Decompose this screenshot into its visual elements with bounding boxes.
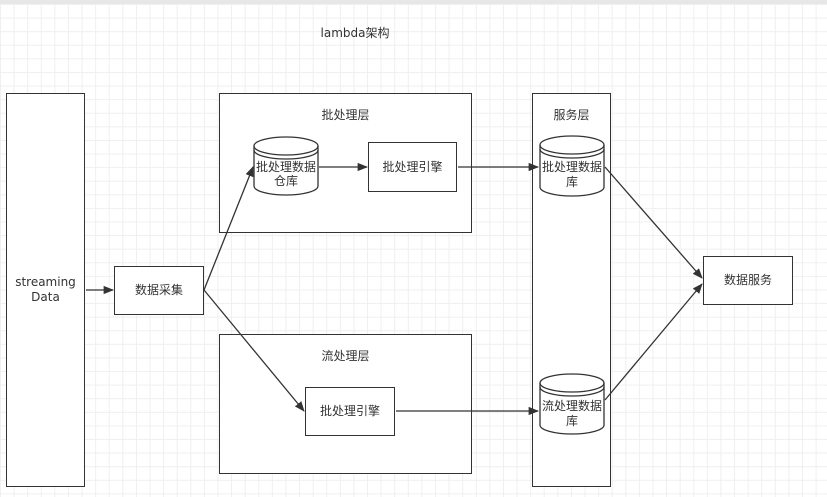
serving-batch-db-label-line1: 批处理数据 [541,160,602,174]
database-cylinder-icon [253,136,319,196]
diagram-title[interactable]: lambda架构 [320,26,390,40]
serving-layer-label: 服务层 [553,108,590,122]
streaming-data-label-line1: streaming [15,275,76,289]
serving-batch-db-node[interactable]: 批处理数据 库 [539,135,605,197]
data-service-node[interactable]: 数据服务 [703,256,793,305]
data-collection-label: 数据采集 [134,283,183,297]
serving-stream-db-node[interactable]: 流处理数据 库 [539,373,605,435]
batch-warehouse-label-line1: 批处理数据 [255,160,316,174]
stream-layer-label: 流处理层 [321,349,370,363]
batch-warehouse-node[interactable]: 批处理数据 仓库 [253,136,319,196]
batch-engine-label: 批处理引擎 [382,159,443,174]
data-service-label: 数据服务 [723,273,772,287]
serving-stream-db-label-line1: 流处理数据 [541,399,602,413]
data-collection-node[interactable]: 数据采集 [114,266,204,315]
serving-stream-db-label-line2: 库 [565,414,578,428]
edge-stream-db-to-data-service[interactable] [604,283,703,401]
batch-engine-node[interactable]: 批处理引擎 [368,142,457,192]
batch-warehouse-label-line2: 仓库 [273,174,298,188]
streaming-data-node[interactable]: streaming Data [6,93,85,487]
edge-batch-db-to-data-service[interactable] [604,166,703,279]
database-cylinder-icon [539,373,605,435]
stream-engine-label: 批处理引擎 [319,404,380,418]
database-cylinder-icon [539,135,605,197]
serving-batch-db-label-line2: 库 [565,175,578,189]
stream-engine-node[interactable]: 批处理引擎 [305,387,395,436]
streaming-data-label-line2: Data [31,290,60,304]
batch-layer-label: 批处理层 [321,108,370,122]
canvas-top-bar [0,0,827,4]
